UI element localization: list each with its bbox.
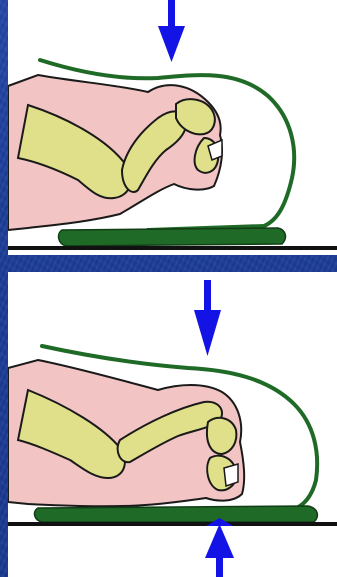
- toe-in-shoe-illustration-top: [8, 0, 337, 255]
- toe-nail: [224, 464, 238, 486]
- down-arrow-icon: [158, 0, 185, 62]
- diagram-panel-bottom: [8, 272, 337, 577]
- down-arrow-icon: [194, 280, 221, 356]
- ground-line: [8, 522, 337, 526]
- ground-line: [8, 246, 337, 250]
- toe-in-shoe-illustration-bottom: [8, 272, 337, 577]
- diagram-panel-top: [8, 0, 337, 255]
- up-arrow-icon: [205, 518, 234, 577]
- shoe-sole: [59, 228, 286, 246]
- shoe-sole: [35, 506, 318, 522]
